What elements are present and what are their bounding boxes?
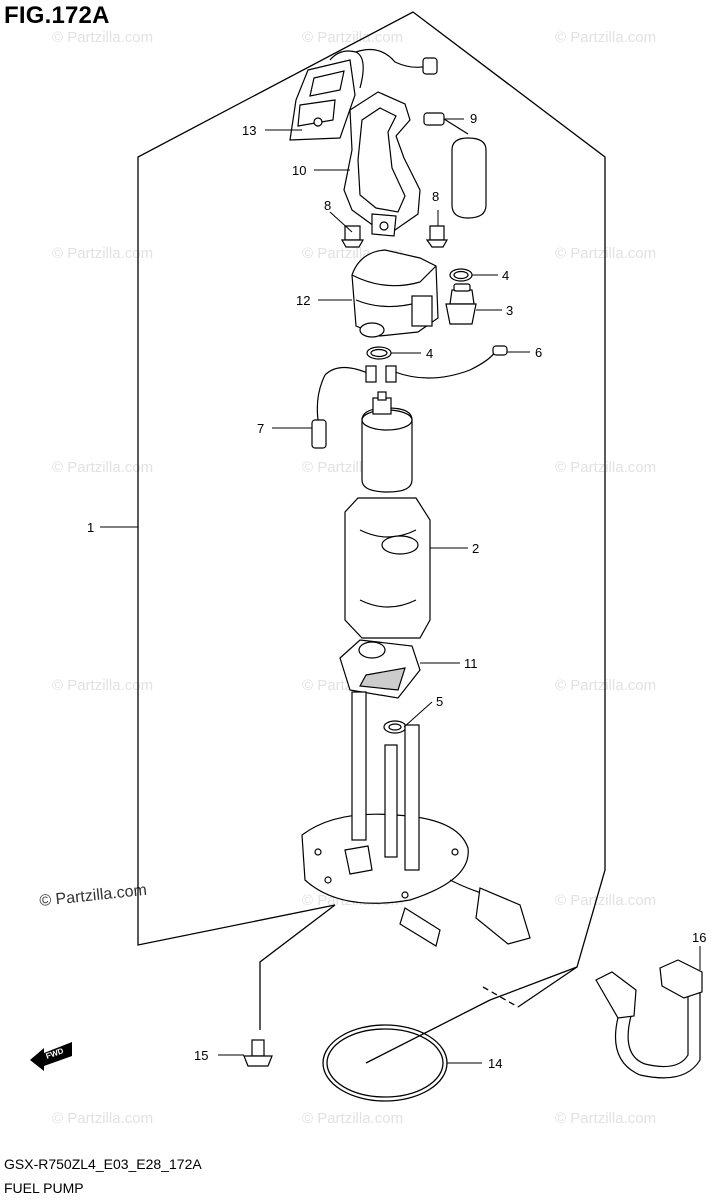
callout-labels: 1 2 3 4 4 5 6 7 8 8 9 10 11 12 13 14 15 …	[87, 111, 706, 1071]
watermark: © Partzilla.com	[555, 892, 656, 909]
callout-5: 5	[436, 694, 443, 709]
model-code: GSX-R750ZL4_E03_E28_172A	[4, 1156, 202, 1172]
callout-7: 7	[257, 421, 264, 436]
part-16-fuel-hose	[595, 959, 703, 1079]
part-15-bolt	[243, 1039, 273, 1067]
callout-12: 12	[296, 293, 310, 308]
part-9-float	[423, 112, 487, 219]
watermark: © Partzilla.com	[52, 459, 153, 476]
part-14-gasket	[322, 1024, 448, 1102]
callout-3: 3	[506, 303, 513, 318]
callout-8: 8	[324, 198, 331, 213]
watermark: © Partzilla.com	[52, 1110, 153, 1127]
part-8-screw-left	[340, 225, 365, 248]
part-12-pump-cover	[351, 249, 439, 338]
part-11-filter	[339, 639, 421, 699]
part-4-oring-upper	[449, 268, 473, 282]
callout-4: 4	[502, 268, 509, 283]
watermark: © Partzilla.com	[555, 29, 656, 46]
pump-base-plate	[301, 691, 531, 947]
watermark: © Partzilla.com	[555, 1110, 656, 1127]
part-3-regulator	[445, 283, 477, 325]
callout-1: 1	[87, 520, 94, 535]
figure-caption: FUEL PUMP	[4, 1180, 84, 1196]
callout-16: 16	[692, 930, 706, 945]
watermark: © Partzilla.com	[302, 1110, 403, 1127]
watermark: © Partzilla.com	[302, 29, 403, 46]
callout-9: 9	[470, 111, 477, 126]
part-2-pump-holder	[344, 497, 431, 639]
watermark: © Partzilla.com	[52, 29, 153, 46]
fuel-pump-motor	[361, 391, 413, 493]
callout-14: 14	[488, 1056, 502, 1071]
part-10-frame	[343, 91, 421, 237]
callout-11: 11	[464, 656, 478, 671]
callout-6: 6	[535, 345, 542, 360]
part-4-oring-lower	[366, 346, 392, 360]
watermark: © Partzilla.com	[52, 677, 153, 694]
part-6-lead-wire	[385, 345, 508, 383]
part-8-screw-right	[425, 225, 449, 248]
callout-13: 13	[242, 123, 256, 138]
fwd-arrow-icon: FWD	[30, 1042, 72, 1071]
callout-8: 8	[432, 189, 439, 204]
watermark-main: © Partzilla.com	[39, 882, 148, 910]
part-7-lead-wire	[311, 365, 377, 449]
callout-4: 4	[426, 346, 433, 361]
callout-2: 2	[472, 541, 479, 556]
watermark: © Partzilla.com	[52, 245, 153, 262]
figure-title: FIG.172A	[4, 2, 110, 29]
assembly-outline	[137, 11, 606, 1064]
part-5-oring	[383, 720, 407, 734]
part-13-plate	[289, 49, 438, 141]
callout-10: 10	[292, 163, 306, 178]
callout-15: 15	[194, 1048, 208, 1063]
leader-lines	[100, 118, 701, 1064]
